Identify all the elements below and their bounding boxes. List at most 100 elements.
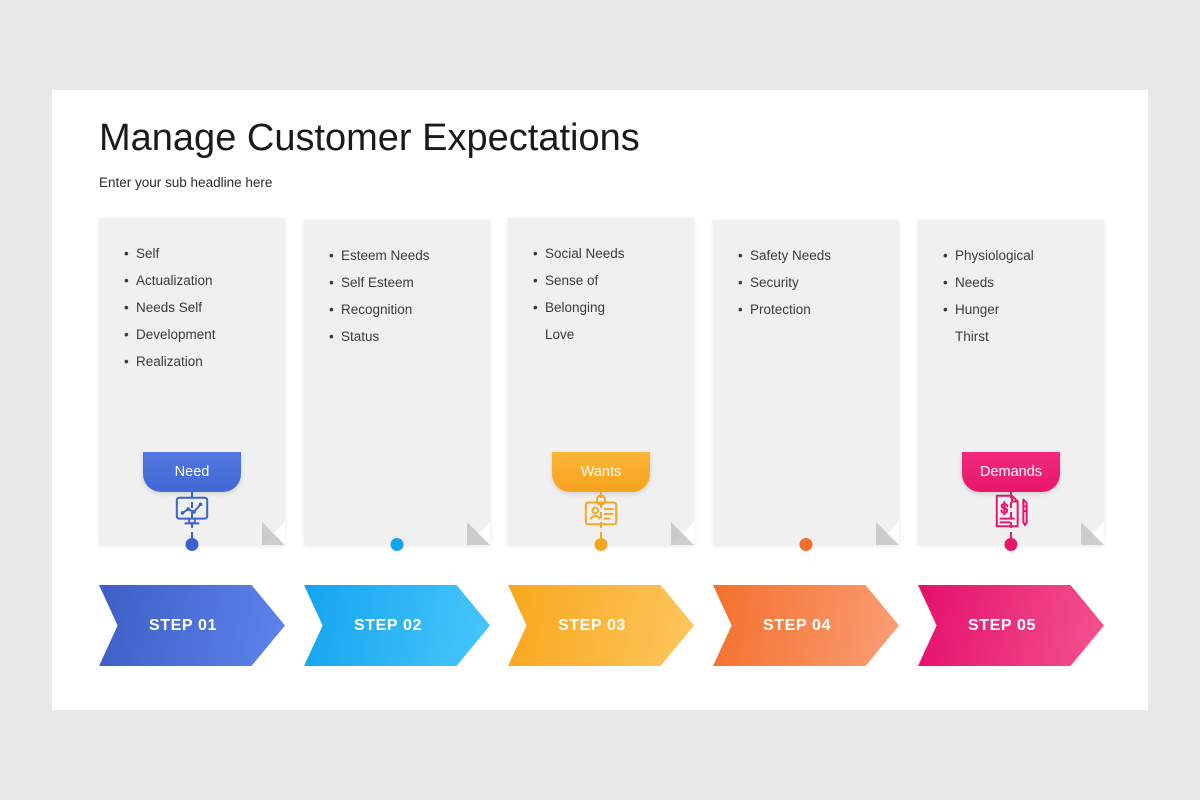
- step-arrow-label: STEP 03: [558, 616, 626, 634]
- slide-panel: Manage Customer Expectations Enter your …: [52, 90, 1148, 710]
- bullet-marker-icon: •: [329, 302, 334, 317]
- step-column-2: • Esteem Needs • Self Esteem • Recognition • St…: [304, 90, 490, 710]
- bullet-marker-icon: •: [738, 275, 743, 290]
- category-tab-label: Need: [174, 464, 210, 480]
- bullet-item: •Needs Self: [124, 294, 277, 321]
- page-fold-icon: [671, 522, 694, 545]
- bullet-item: • Hunger: [943, 296, 1096, 323]
- category-tab[interactable]: Demands: [962, 452, 1060, 492]
- bullet-item: •Physiological: [943, 242, 1096, 269]
- step-column-5: •Physiological•Needs•Hunger•ThirstDemand…: [918, 90, 1104, 710]
- step-arrow-4[interactable]: STEP 04: [713, 585, 899, 666]
- bullet-marker-icon: •: [124, 327, 129, 342]
- bullet-item: • Actualization: [124, 267, 277, 294]
- bullet-label: Esteem Needs: [341, 248, 430, 263]
- info-card-body: • Esteem Needs • Self Esteem • Recognition • St…: [304, 220, 490, 545]
- connector-dot: [185, 538, 199, 551]
- page-title: Manage Customer Expectations: [99, 117, 640, 159]
- bullet-label: Thirst: [955, 329, 989, 344]
- bullet-label: Protection: [750, 302, 811, 317]
- bullet-marker-icon: •: [738, 248, 743, 263]
- bullet-item: • Realization: [124, 348, 277, 375]
- bullet-item: •Development: [124, 321, 277, 348]
- bullet-marker-icon: •: [533, 246, 538, 261]
- bullet-item: • Social Needs: [533, 240, 686, 267]
- category-tab[interactable]: Wants: [552, 452, 650, 492]
- bullet-marker-icon: •: [329, 248, 334, 263]
- connector-line: [191, 492, 193, 538]
- page-fold-icon: [262, 522, 285, 545]
- bullet-label: Realization: [136, 354, 203, 369]
- bullet-label: Safety Needs: [750, 248, 832, 263]
- category-tab[interactable]: Need: [143, 452, 241, 492]
- bullet-label: Love: [545, 327, 575, 342]
- bullet-list: •Physiological•Needs•Hunger•Thirst: [943, 242, 1096, 350]
- bullet-list: • Esteem Needs • Self Esteem • Recognition • St…: [329, 242, 482, 350]
- bullet-marker-icon: •: [943, 248, 948, 263]
- connector-dot: [594, 538, 608, 551]
- bullet-item: • Security: [738, 269, 891, 296]
- bullet-marker-icon: •: [124, 354, 129, 369]
- category-tab-label: Demands: [979, 464, 1043, 480]
- step-arrow-3[interactable]: STEP 03: [508, 585, 694, 666]
- bullet-label: Sense of: [545, 273, 599, 288]
- bullet-item: • Self: [124, 240, 277, 267]
- bullet-label: Belonging: [545, 300, 606, 315]
- bullet-item: • Needs: [943, 269, 1096, 296]
- info-card[interactable]: • Safety Needs • Security • Protection: [713, 220, 899, 545]
- bullet-marker-icon: •: [124, 273, 129, 288]
- bullet-label: Self: [136, 246, 160, 261]
- page-fold-icon: [467, 522, 490, 545]
- bullet-item: •Belonging: [533, 294, 686, 321]
- step-arrow-5[interactable]: STEP 05: [918, 585, 1104, 666]
- bullet-marker-icon: •: [124, 246, 129, 261]
- bullet-label: Status: [341, 329, 380, 344]
- info-card-body: •Social Needs•Sense of•Belonging•Love: [508, 218, 694, 545]
- connector-dot: [1004, 538, 1018, 551]
- bullet-item: •Thirst: [943, 323, 1096, 350]
- bullet-list: •Self•Actualization•Needs Self•Developme…: [124, 240, 277, 375]
- bullet-label: Self Esteem: [341, 275, 414, 290]
- bullet-marker-icon: •: [943, 275, 948, 290]
- step-arrow-label: STEP 02: [354, 616, 422, 634]
- bullet-label: Security: [750, 275, 799, 290]
- connector-line: [600, 492, 602, 538]
- bullet-list: • Safety Needs • Security • Protection: [738, 242, 891, 323]
- bullet-marker-icon: •: [738, 302, 743, 317]
- info-card[interactable]: • Esteem Needs • Self Esteem • Recognition • St…: [304, 220, 490, 545]
- step-column-1: •Self•Actualization•Needs Self•Developme…: [99, 90, 285, 710]
- info-card-body: •Physiological•Needs•Hunger•Thirst: [918, 220, 1104, 545]
- bullet-label: Needs Self: [136, 300, 203, 315]
- page-fold-icon: [876, 522, 899, 545]
- step-arrow-2[interactable]: STEP 02: [304, 585, 490, 666]
- bullet-item: • Safety Needs: [738, 242, 891, 269]
- bullet-marker-icon: •: [329, 275, 334, 290]
- bullet-label: Hunger: [955, 302, 1000, 317]
- category-tab-label: Wants: [580, 464, 622, 480]
- step-arrow-label: STEP 04: [763, 616, 831, 634]
- bullet-label: Social Needs: [545, 246, 625, 261]
- page-fold-icon: [1081, 522, 1104, 545]
- bullet-marker-icon: •: [533, 273, 538, 288]
- info-card-body: • Safety Needs • Security • Protection: [713, 220, 899, 545]
- bullet-label: Needs: [955, 275, 995, 290]
- page-subtitle: Enter your sub headline here: [99, 175, 273, 190]
- step-arrow-1[interactable]: STEP 01: [99, 585, 285, 666]
- step-arrow-label: STEP 01: [149, 616, 217, 634]
- bullet-item: • Protection: [738, 296, 891, 323]
- connector-line: [1010, 492, 1012, 538]
- bullet-marker-icon: •: [329, 329, 334, 344]
- bullet-label: Recognition: [341, 302, 413, 317]
- bullet-item: • Self Esteem: [329, 269, 482, 296]
- bullet-item: • Sense of: [533, 267, 686, 294]
- bullet-item: • Recognition: [329, 296, 482, 323]
- step-arrow-label: STEP 05: [968, 616, 1036, 634]
- bullet-item: • Esteem Needs: [329, 242, 482, 269]
- bullet-marker-icon: •: [943, 302, 948, 317]
- bullet-list: •Social Needs•Sense of•Belonging•Love: [533, 240, 686, 348]
- bullet-label: Actualization: [136, 273, 213, 288]
- bullet-item: • Status: [329, 323, 482, 350]
- info-card-body: •Self•Actualization•Needs Self•Developme…: [99, 218, 285, 545]
- connector-dot: [799, 538, 813, 551]
